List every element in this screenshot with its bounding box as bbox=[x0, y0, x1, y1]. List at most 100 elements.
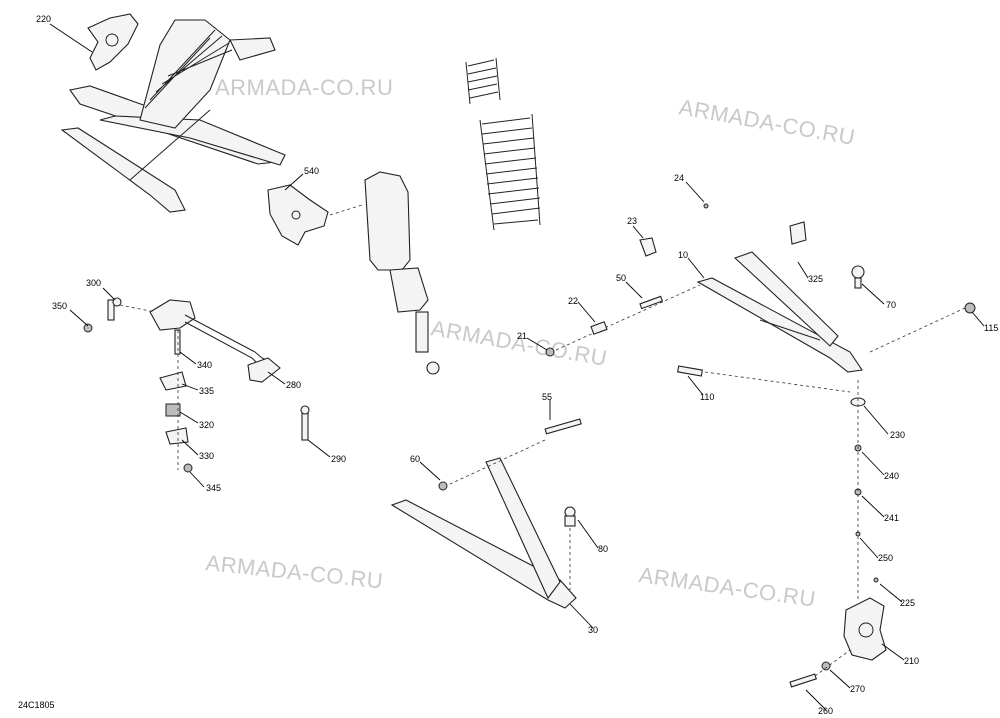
lower-arm-rear bbox=[485, 457, 561, 600]
balljoint-70-head bbox=[851, 265, 865, 279]
watermark-1: ARMADA-CO.RU bbox=[215, 75, 393, 100]
upper-arm-rear bbox=[733, 251, 839, 347]
watermark-3: ARMADA-CO.RU bbox=[429, 315, 609, 371]
callout-340: 340 bbox=[197, 360, 212, 370]
dash-260 bbox=[814, 649, 851, 677]
part-70-balljoint bbox=[851, 265, 865, 289]
part-110-bolt bbox=[677, 365, 703, 377]
shock-reservoir bbox=[364, 171, 411, 271]
dash-300 bbox=[119, 304, 156, 313]
overview-arm-brace bbox=[99, 115, 286, 166]
callout-10: 10 bbox=[678, 250, 688, 260]
callout-300: 300 bbox=[86, 278, 101, 288]
callout-250: 250 bbox=[878, 553, 893, 563]
stab-bar-a bbox=[184, 314, 273, 363]
shock-body bbox=[389, 267, 429, 313]
part-345-nut bbox=[183, 463, 193, 473]
watermark-5: ARMADA-CO.RU bbox=[637, 562, 817, 612]
part-10-upper-arm bbox=[696, 251, 863, 373]
watermark-4: ARMADA-CO.RU bbox=[204, 550, 384, 594]
callout-labels: 220 540 300 350 340 280 335 320 330 345 … bbox=[36, 14, 998, 716]
part-350-nut bbox=[83, 323, 93, 333]
callout-23: 23 bbox=[627, 216, 637, 226]
callout-80: 80 bbox=[598, 544, 608, 554]
lower-arm-front bbox=[390, 499, 577, 609]
callout-345: 345 bbox=[206, 483, 221, 493]
link-290-ball bbox=[300, 405, 310, 415]
callout-350: 350 bbox=[52, 301, 67, 311]
part-290-link bbox=[300, 405, 310, 441]
watermark-2: ARMADA-CO.RU bbox=[677, 94, 857, 150]
callout-240: 240 bbox=[884, 471, 899, 481]
callout-330: 330 bbox=[199, 451, 214, 461]
part-220-knuckle bbox=[87, 13, 139, 71]
callout-225: 225 bbox=[900, 598, 915, 608]
part-260-bolt bbox=[789, 673, 817, 688]
bracket-body bbox=[267, 184, 329, 246]
callout-320: 320 bbox=[199, 420, 214, 430]
balljoint-80-body bbox=[564, 515, 576, 527]
overview-lower-arm bbox=[60, 127, 186, 213]
part-300-link bbox=[107, 297, 122, 321]
part-225-fastener bbox=[873, 577, 879, 583]
part-60-nut bbox=[438, 481, 448, 491]
part-330-clamp bbox=[165, 427, 189, 445]
part-325-clamp bbox=[789, 221, 807, 245]
assembly-overview bbox=[60, 19, 286, 213]
overview-shock-mount bbox=[229, 37, 276, 61]
knuckle-bore bbox=[105, 33, 119, 47]
knuckle-body bbox=[87, 13, 139, 71]
part-spring bbox=[465, 57, 541, 231]
callout-50: 50 bbox=[616, 273, 626, 283]
knuckle-210-bore bbox=[858, 622, 874, 638]
upper-arm-front bbox=[696, 277, 863, 373]
overview-strut bbox=[129, 109, 211, 181]
part-21-nut bbox=[545, 347, 555, 357]
part-340-bolt bbox=[174, 329, 181, 355]
link-300-body bbox=[107, 299, 115, 321]
part-55-bolt bbox=[544, 418, 582, 435]
upper-arm-web bbox=[759, 319, 821, 341]
dash-115 bbox=[869, 307, 966, 353]
part-22-sleeve bbox=[590, 321, 608, 335]
callout-280: 280 bbox=[286, 380, 301, 390]
shock-eye bbox=[426, 361, 440, 375]
dash-540-shock bbox=[329, 204, 363, 216]
callout-24: 24 bbox=[674, 173, 684, 183]
callout-110: 110 bbox=[700, 392, 714, 402]
stab-mount bbox=[149, 299, 196, 331]
callout-230: 230 bbox=[890, 430, 905, 440]
overview-shock-body bbox=[139, 19, 231, 129]
part-540-bracket bbox=[267, 184, 329, 246]
callout-115: 115 bbox=[984, 323, 998, 333]
link-290-body bbox=[301, 411, 309, 441]
callout-55: 55 bbox=[542, 392, 552, 402]
leader-lines bbox=[49, 23, 985, 711]
part-23-bracket bbox=[639, 237, 657, 257]
stab-arm bbox=[247, 357, 281, 383]
callout-21: 21 bbox=[517, 331, 527, 341]
callout-70: 70 bbox=[886, 300, 896, 310]
part-320-bushing bbox=[165, 403, 181, 417]
part-115-nut bbox=[964, 302, 976, 314]
part-24-fastener bbox=[703, 203, 709, 209]
callout-60: 60 bbox=[410, 454, 420, 464]
part-80-balljoint bbox=[564, 506, 576, 527]
part-280-stabilizer bbox=[149, 299, 281, 383]
callout-335: 335 bbox=[199, 386, 214, 396]
diagram-code: 24C1805 bbox=[18, 700, 55, 710]
spring-outline bbox=[465, 57, 541, 231]
spring-coils bbox=[467, 59, 541, 225]
callout-540: 540 bbox=[304, 166, 319, 176]
callout-325: 325 bbox=[808, 274, 823, 284]
balljoint-70-stem bbox=[854, 277, 862, 289]
part-shock bbox=[364, 171, 440, 375]
part-335-clamp bbox=[159, 371, 187, 391]
callout-290: 290 bbox=[331, 454, 346, 464]
callout-260: 260 bbox=[818, 706, 833, 716]
dash-110 bbox=[704, 371, 851, 393]
part-210-knuckle bbox=[843, 597, 887, 661]
callout-22: 22 bbox=[568, 296, 578, 306]
